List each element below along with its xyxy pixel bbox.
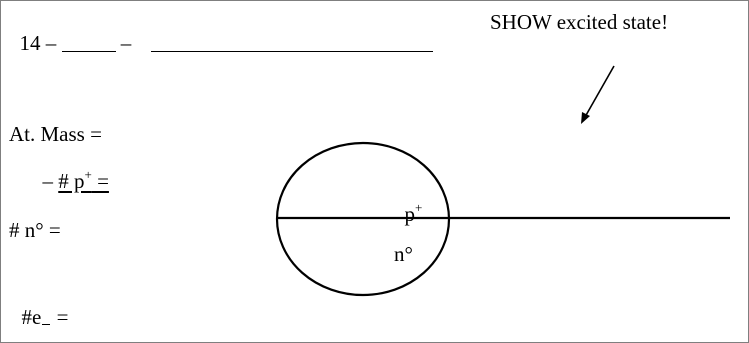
- electrons-eq: =: [51, 305, 69, 329]
- pointer-arrowhead: [581, 112, 590, 124]
- element-header: 14 – –: [9, 12, 433, 54]
- instruction-text: SHOW excited state!: [490, 10, 669, 34]
- nucleus-proton-label: p+: [404, 200, 423, 226]
- electrons-row: #e =: [11, 286, 69, 329]
- symbol-blank[interactable]: [61, 33, 116, 52]
- protons-sup: +: [84, 167, 92, 182]
- protons-minus: –: [42, 169, 59, 193]
- pointer-arrow: [584, 65, 615, 118]
- name-blank[interactable]: [150, 33, 433, 52]
- neutrons-label: # n° =: [9, 218, 61, 242]
- nucleus-proton-sup: +: [415, 200, 423, 215]
- nucleus-neutron-label: n°: [394, 242, 413, 266]
- atomic-mass-label: At. Mass =: [9, 122, 102, 146]
- header-dash: –: [115, 31, 137, 55]
- electrons-label: #e: [21, 305, 42, 329]
- mass-number-prefix: 14 –: [19, 31, 62, 55]
- protons-label: # p+ =: [58, 167, 109, 193]
- protons-row: – # p+ =: [32, 150, 109, 192]
